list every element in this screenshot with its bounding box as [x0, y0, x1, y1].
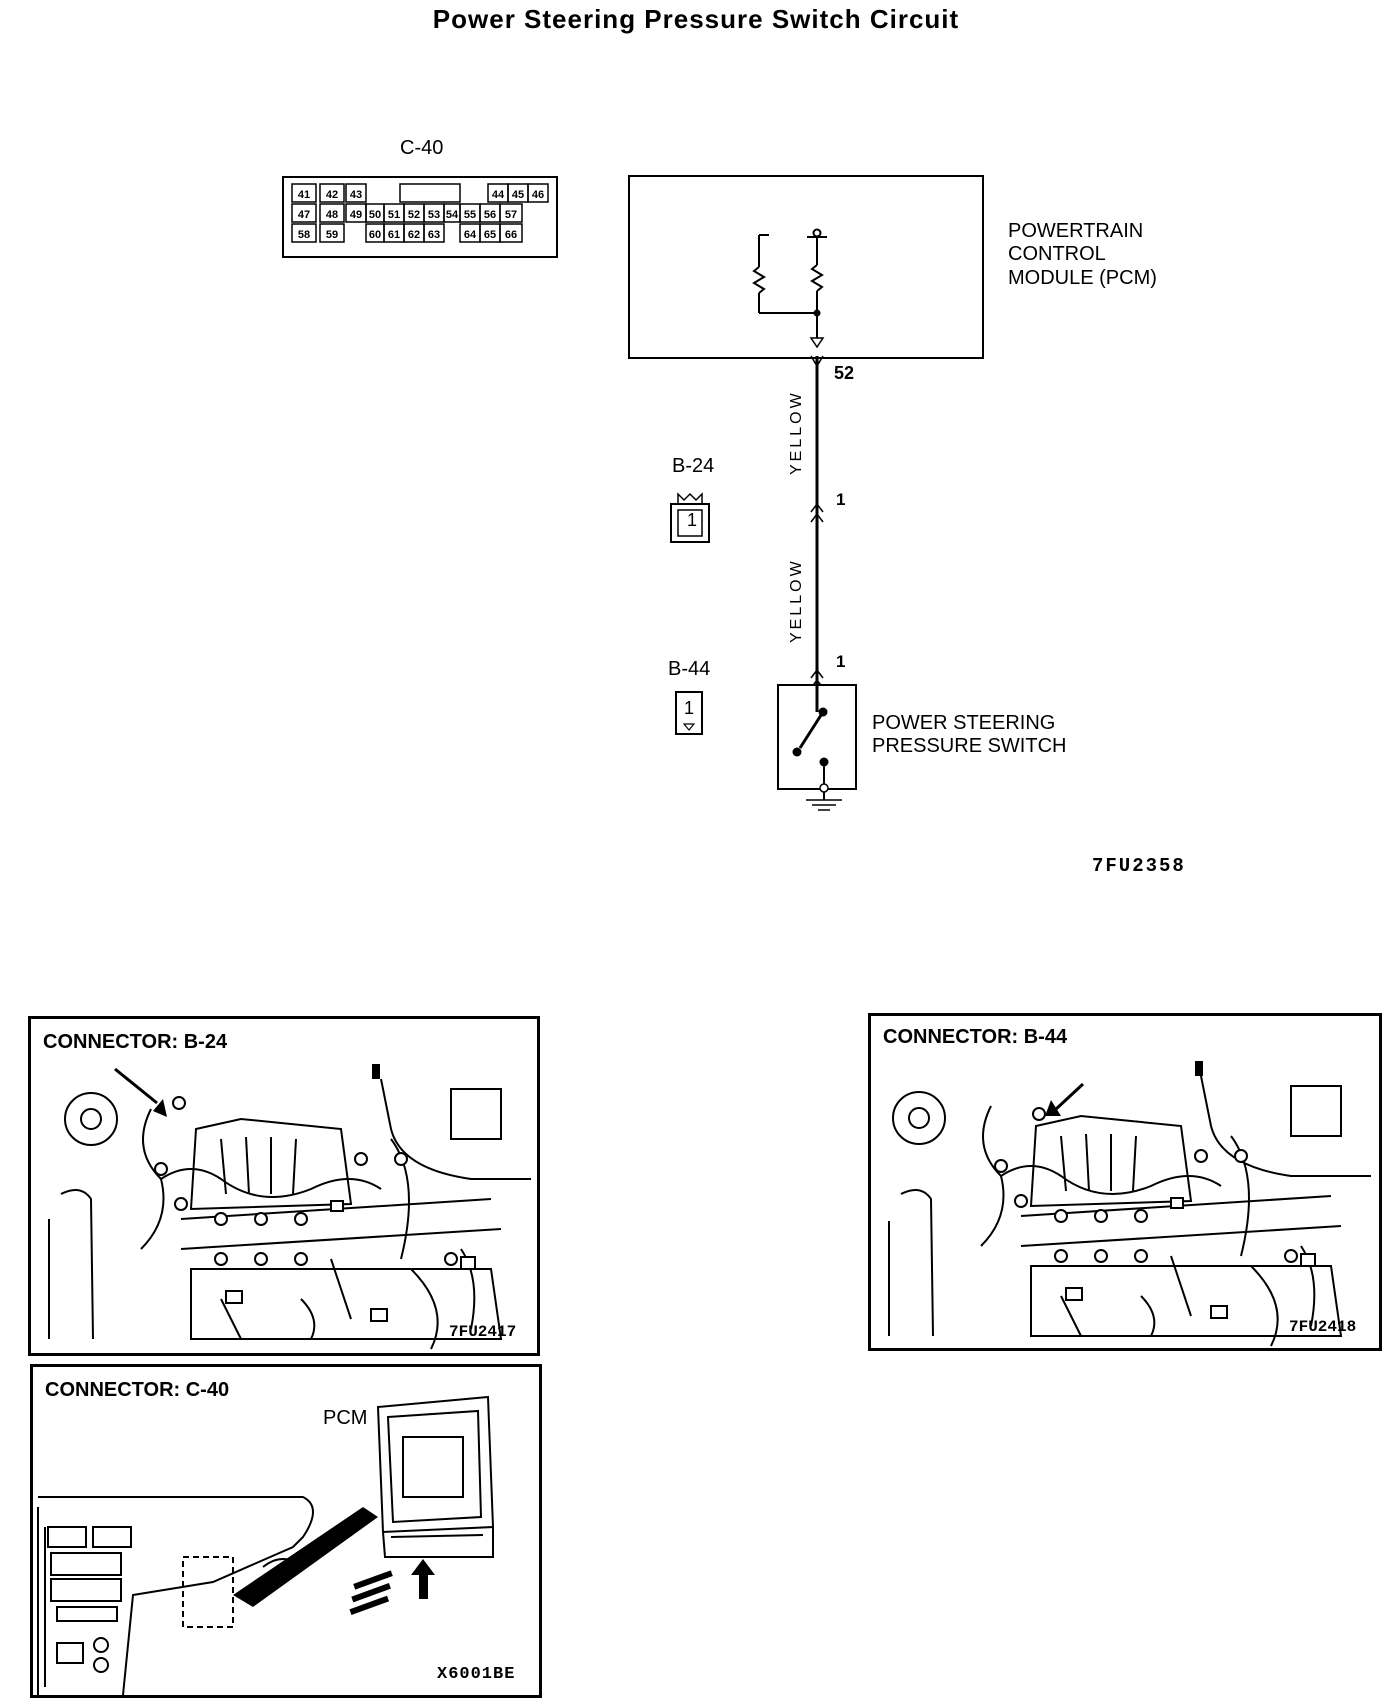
- pcm-label-line1: POWERTRAIN: [1008, 220, 1144, 242]
- c40-panel-pcm-label: PCM: [323, 1407, 368, 1430]
- c40-pin-label: 51: [388, 209, 400, 221]
- c40-pin-label: 62: [408, 229, 420, 241]
- c40-pin-label: 60: [369, 229, 381, 241]
- c40-pin-label: 46: [532, 189, 544, 201]
- b44-wire-pin: 1: [836, 652, 846, 671]
- pcm-pin-52: 52: [834, 363, 855, 383]
- pcm-box: [628, 175, 984, 359]
- c40-pin-label: 55: [464, 209, 476, 221]
- page-title: Power Steering Pressure Switch Circuit: [432, 4, 960, 34]
- b24-wire-pin: 1: [836, 490, 846, 509]
- switch-label-line1: POWER STEERING: [872, 712, 1056, 734]
- pcm-label-line3: MODULE (PCM): [1008, 267, 1157, 289]
- connector-b24-panel: CONNECTOR: B-24 7FU2417: [28, 1016, 540, 1356]
- c40-pin-label: 59: [326, 229, 338, 241]
- c40-pin-cell: [499, 203, 523, 223]
- c40-pin-label: 41: [298, 189, 310, 201]
- b44-symbol-pin: 1: [683, 698, 694, 718]
- c40-pin-cell: [527, 183, 549, 203]
- b44-panel-code: 7FU2418: [1289, 1318, 1357, 1336]
- b44-connector-icon: [675, 691, 703, 735]
- c40-pin-cell: [345, 183, 367, 203]
- pressure-switch-icon: [777, 680, 857, 811]
- c40-pin-cell: [319, 203, 345, 223]
- c40-pin-label: 44: [492, 189, 505, 201]
- b44-panel-title: CONNECTOR: B-44: [883, 1026, 1068, 1049]
- c40-pin-label: 63: [428, 229, 440, 241]
- b24-panel-code: 7FU2417: [449, 1323, 517, 1341]
- c40-pin-label: 45: [512, 189, 524, 201]
- c40-pin-label: 53: [428, 209, 440, 221]
- c40-pin-label: 48: [326, 209, 338, 221]
- c40-connector-label: C-40: [400, 137, 444, 159]
- c40-pin-label: 58: [298, 229, 310, 241]
- connector-b44-panel: CONNECTOR: B-44 7FU2418: [868, 1013, 1382, 1351]
- c40-pin-label: 43: [350, 189, 362, 201]
- c40-connector-face: 41 42 43 44 45 46 47 48 49 50 51 52 53 54 55 56 57 58 59 60…: [282, 176, 558, 258]
- c40-pin-label: 49: [350, 209, 362, 221]
- connector-c40-panel: CONNECTOR: C-40 PCM X6001BE: [30, 1364, 542, 1698]
- c40-panel-title: CONNECTOR: C-40: [45, 1379, 230, 1401]
- c40-pin-cell: [319, 183, 345, 203]
- c40-pin-cell: [291, 223, 317, 243]
- switch-label-line2: PRESSURE SWITCH: [872, 735, 1067, 757]
- c40-panel-code: X6001BE: [437, 1665, 516, 1684]
- c40-pin-cell: [423, 223, 445, 243]
- c40-pin-label: 65: [484, 229, 496, 241]
- b24-connector-label: B-24: [672, 455, 715, 477]
- b24-panel-title: CONNECTOR: B-24: [43, 1031, 228, 1054]
- pcm-label-line2: CONTROL: [1008, 243, 1106, 265]
- yellow-wire: [810, 355, 824, 694]
- diagram-code: 7FU2358: [1092, 855, 1186, 877]
- c40-pin-label: 42: [326, 189, 338, 201]
- wire-color-upper: YELLOW: [788, 390, 805, 475]
- b24-symbol-pin: 1: [686, 510, 697, 530]
- c40-pin-label: 57: [505, 209, 517, 221]
- c40-pin-cell: [291, 183, 317, 203]
- c40-pin-cell: [319, 223, 345, 243]
- c40-pin-label: 52: [408, 209, 420, 221]
- dashboard-pcm-illustration: [37, 1395, 495, 1695]
- c40-pin-label: 56: [484, 209, 496, 221]
- pcm-internal-circuit-icon: [752, 228, 827, 349]
- engine-bay-illustration-b24: [48, 1064, 531, 1350]
- engine-bay-illustration-b44: [888, 1061, 1371, 1347]
- b44-connector-label: B-44: [668, 658, 711, 680]
- c40-pin-label: 61: [388, 229, 400, 241]
- c40-pin-cell: [399, 183, 461, 203]
- b24-connector-icon: [670, 492, 710, 543]
- c40-pin-label: 66: [505, 229, 517, 241]
- wire-color-lower: YELLOW: [788, 558, 805, 643]
- c40-pin-cell: [291, 203, 317, 223]
- c40-pin-label: 64: [464, 229, 477, 241]
- c40-pin-label: 54: [446, 209, 459, 221]
- c40-pin-label: 47: [298, 209, 310, 221]
- c40-pin-cell: [499, 223, 523, 243]
- c40-pin-label: 50: [369, 209, 381, 221]
